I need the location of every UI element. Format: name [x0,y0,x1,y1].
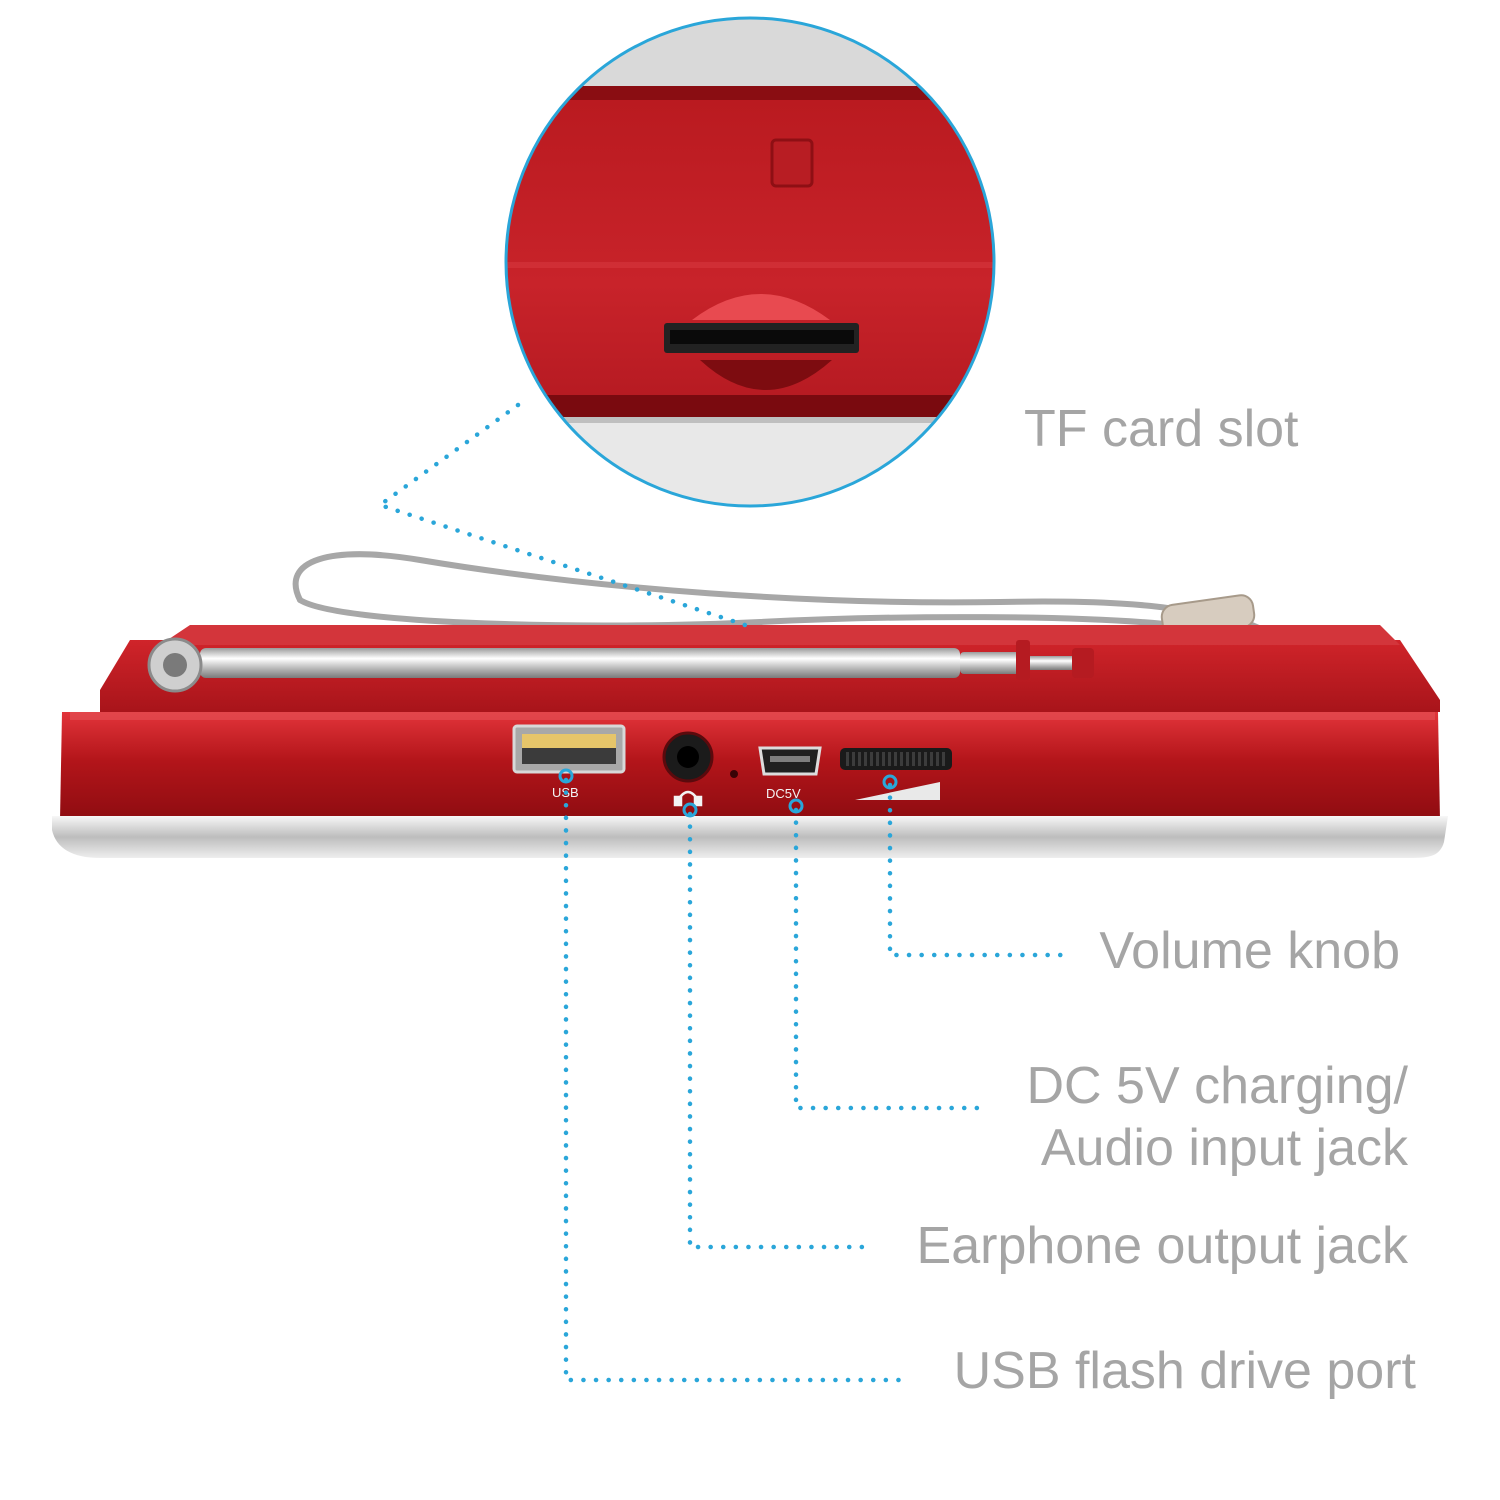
dc-charging-label-line-2: Audio input jack [1040,1119,1408,1178]
dc-charging-label: DC 5V charging/ Audio input jack [1026,1055,1408,1180]
leader-lines [375,402,1065,1383]
tf-card-slot-label: TF card slot [1024,400,1299,458]
leader-anchor-points [558,768,898,818]
mini-usb-dc-port [758,746,822,776]
volume-wheel [840,748,952,800]
dc-charging-label-line-1: DC 5V charging/ [1026,1057,1408,1115]
usb-port-callout-label: USB flash drive port [953,1342,1416,1400]
earphone-jack [662,731,738,783]
telescopic-antenna [147,637,1094,693]
usb-port [512,724,626,774]
dc5v-port-label: DC5V [766,786,801,801]
earphone-jack-label: Earphone output jack [916,1217,1408,1275]
zoom-detail-circle [504,16,996,508]
headphone-icon [673,790,703,807]
volume-knob-label: Volume knob [1099,922,1400,980]
